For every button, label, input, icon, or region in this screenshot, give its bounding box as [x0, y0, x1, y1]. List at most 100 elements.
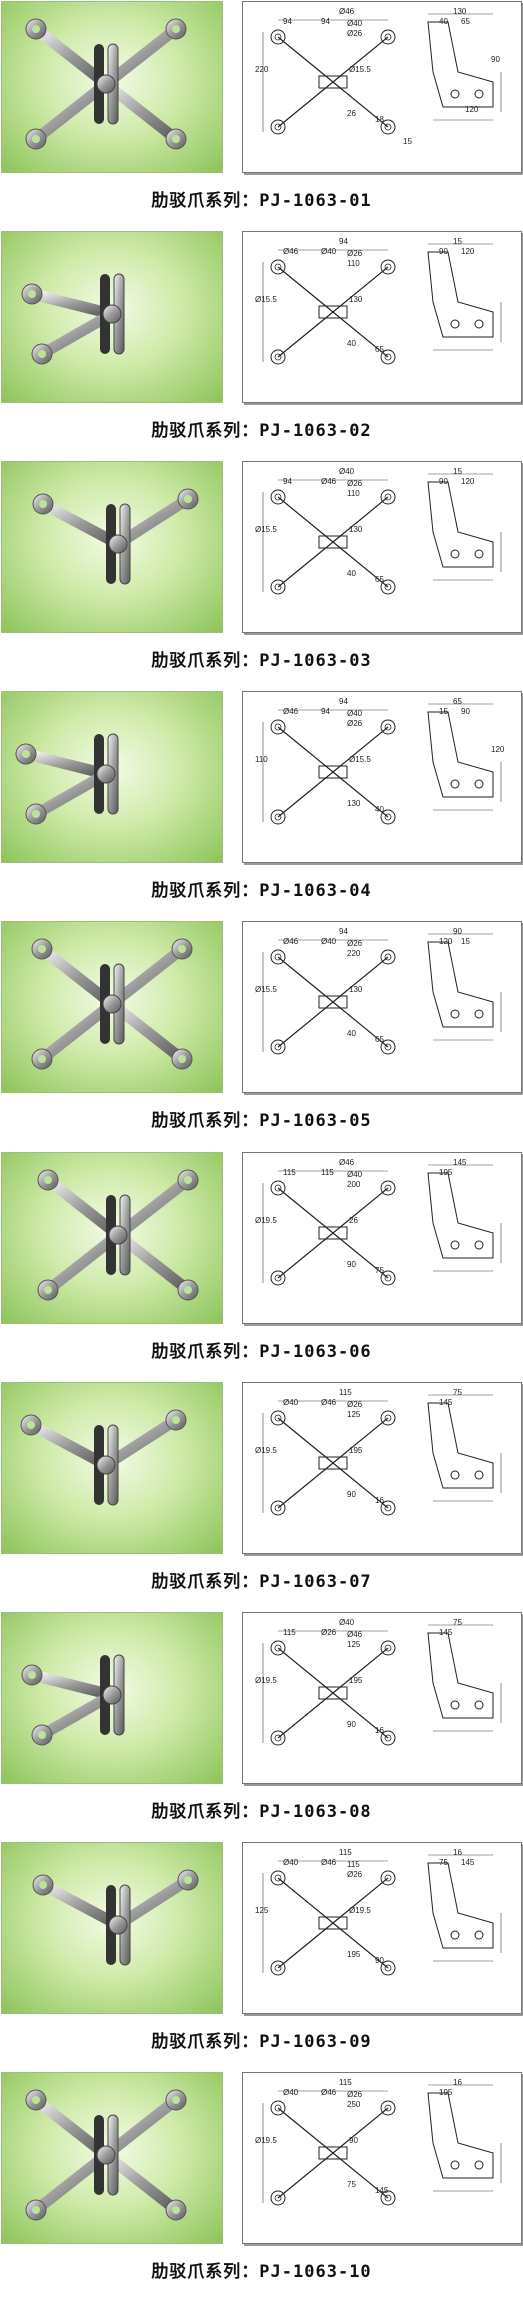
- product-caption: 肋驳爪系列：PJ-1063-10: [151, 2261, 372, 2282]
- dimension-label: 90: [461, 707, 470, 716]
- spider-fitting-image: [31, 938, 193, 1070]
- dimension-label: Ø46: [347, 1630, 363, 1639]
- dimension-label: 125: [347, 1640, 361, 1649]
- spider-fitting-image: [21, 273, 125, 365]
- dimension-label: Ø40: [339, 1618, 355, 1627]
- spider-fitting-image: [32, 1869, 199, 1966]
- dimension-label: 16: [375, 1496, 384, 1505]
- spider-fitting-image: [25, 18, 187, 150]
- dimension-label: 75: [453, 1618, 462, 1627]
- dimension-label: 90: [439, 247, 448, 256]
- dimension-label: Ø46: [321, 477, 337, 486]
- dimension-label: 110: [255, 755, 268, 764]
- dimension-label: 125: [255, 1906, 269, 1915]
- dimension-label: Ø19.5: [255, 1676, 277, 1685]
- dimension-label: Ø26: [347, 939, 363, 948]
- dimension-label: Ø40: [347, 1170, 363, 1179]
- dimension-label: 220: [255, 65, 269, 74]
- dimension-label: 195: [349, 1446, 363, 1455]
- dimension-label: Ø40: [339, 467, 355, 476]
- dimension-label: 115: [339, 2078, 352, 2087]
- dimension-label: Ø40: [283, 1858, 299, 1867]
- dimension-label: Ø40: [347, 19, 363, 28]
- spider-fitting-image: [21, 1654, 125, 1746]
- product-caption: 肋驳爪系列：PJ-1063-09: [151, 2031, 372, 2052]
- dimension-label: Ø26: [347, 1870, 363, 1879]
- spider-fitting-image: [37, 1169, 199, 1300]
- dimension-label: 65: [461, 17, 470, 26]
- dimension-label: Ø46: [283, 937, 299, 946]
- dimension-label: Ø15.5: [255, 295, 277, 304]
- dimension-label: 115: [339, 1388, 352, 1397]
- dimension-label: Ø40: [283, 2088, 299, 2097]
- dimension-label: 130: [347, 799, 361, 808]
- dimension-label: Ø46: [321, 2088, 337, 2097]
- dimension-label: Ø26: [347, 719, 363, 728]
- dimension-label: 110: [347, 259, 360, 268]
- dimension-label: 145: [439, 1398, 453, 1407]
- dimension-label: Ø26: [347, 479, 363, 488]
- dimension-label: Ø46: [339, 1158, 355, 1167]
- dimension-label: 94: [339, 697, 348, 706]
- dimension-label: Ø46: [283, 707, 299, 716]
- dimension-label: 115: [347, 1860, 360, 1869]
- dimension-label: 220: [347, 949, 361, 958]
- product-photo: [1, 921, 223, 1094]
- dimension-label: 90: [347, 1720, 356, 1729]
- dimension-label: Ø15.5: [255, 985, 277, 994]
- dimension-label: 94: [283, 477, 292, 486]
- dimension-label: 75: [439, 1858, 448, 1867]
- dimension-label: 115: [321, 1168, 334, 1177]
- product-photo: [1, 1841, 223, 2014]
- dimension-label: 94: [321, 707, 330, 716]
- dimension-label: 90: [347, 1260, 356, 1269]
- dimension-label: 94: [283, 17, 292, 26]
- product-caption: 肋驳爪系列：PJ-1063-04: [151, 881, 372, 902]
- dimension-label: 115: [283, 1628, 296, 1637]
- spider-fitting-image: [15, 733, 119, 825]
- product-photo: [1, 1, 223, 173]
- dimension-label: 18: [375, 115, 384, 124]
- dimension-label: 40: [347, 339, 356, 348]
- dimension-label: Ø26: [321, 1628, 337, 1637]
- dimension-label: 75: [375, 1266, 384, 1275]
- dimension-label: 15: [453, 467, 462, 476]
- spider-fitting-image: [25, 2089, 187, 2221]
- dimension-label: 115: [339, 1848, 352, 1857]
- dimension-label: Ø19.5: [349, 1906, 371, 1915]
- dimension-label: 250: [347, 2100, 361, 2109]
- dimension-label: Ø19.5: [255, 2136, 277, 2145]
- dimension-label: 90: [491, 55, 500, 64]
- dimension-label: 75: [347, 2180, 356, 2189]
- dimension-label: 15: [461, 937, 470, 946]
- product-photo: [1, 461, 223, 634]
- dimension-label: 120: [465, 105, 479, 114]
- dimension-label: 90: [347, 1490, 356, 1499]
- dimension-label: 40: [347, 1029, 356, 1038]
- dimension-label: 120: [491, 745, 505, 754]
- dimension-label: 94: [321, 17, 330, 26]
- dimension-label: 65: [375, 1035, 384, 1044]
- dimension-label: 120: [461, 247, 475, 256]
- dimension-label: 15: [403, 137, 412, 146]
- dimension-label: 90: [439, 477, 448, 486]
- dimension-label: Ø15.5: [255, 525, 277, 534]
- dimension-label: 195: [439, 2088, 453, 2097]
- product-photo: [1, 231, 223, 404]
- dimension-label: 40: [439, 17, 448, 26]
- dimension-label: 200: [347, 1180, 361, 1189]
- dimension-label: 65: [453, 697, 462, 706]
- dimension-label: Ø26: [347, 2090, 363, 2099]
- dimension-label: Ø26: [347, 249, 363, 258]
